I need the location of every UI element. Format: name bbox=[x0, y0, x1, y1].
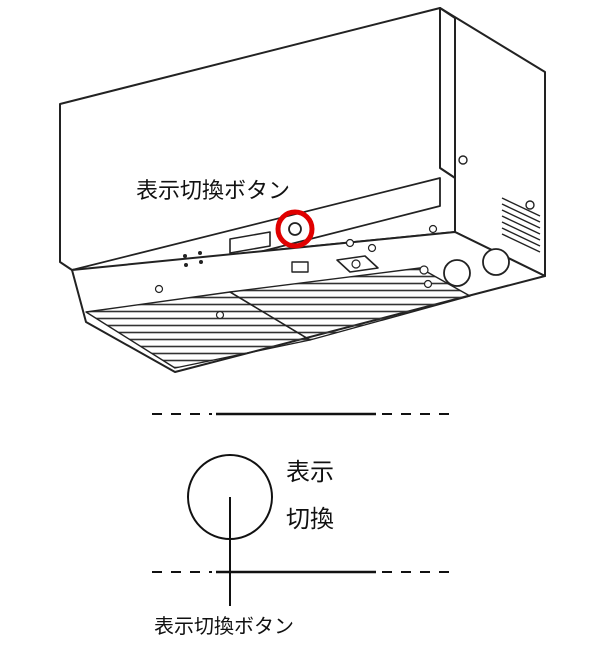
device-illustration bbox=[59, 7, 546, 373]
knockout-hole-1 bbox=[443, 259, 471, 287]
button-text-line1: 表示 bbox=[286, 458, 334, 486]
vent-grille-right bbox=[229, 267, 471, 341]
knockout-hole-2 bbox=[482, 248, 510, 276]
highlight-circle bbox=[275, 209, 315, 249]
callout-label: 表示切換ボタン bbox=[136, 179, 290, 204]
display-switch-button[interactable] bbox=[288, 222, 302, 236]
bottom-clip bbox=[291, 261, 309, 273]
button-text-line2: 切換 bbox=[286, 505, 334, 533]
detail-caption: 表示切換ボタン bbox=[154, 614, 294, 638]
indicator-dots bbox=[183, 251, 203, 267]
button-detail bbox=[152, 412, 454, 606]
side-vents bbox=[501, 197, 541, 253]
display-window bbox=[229, 231, 271, 254]
